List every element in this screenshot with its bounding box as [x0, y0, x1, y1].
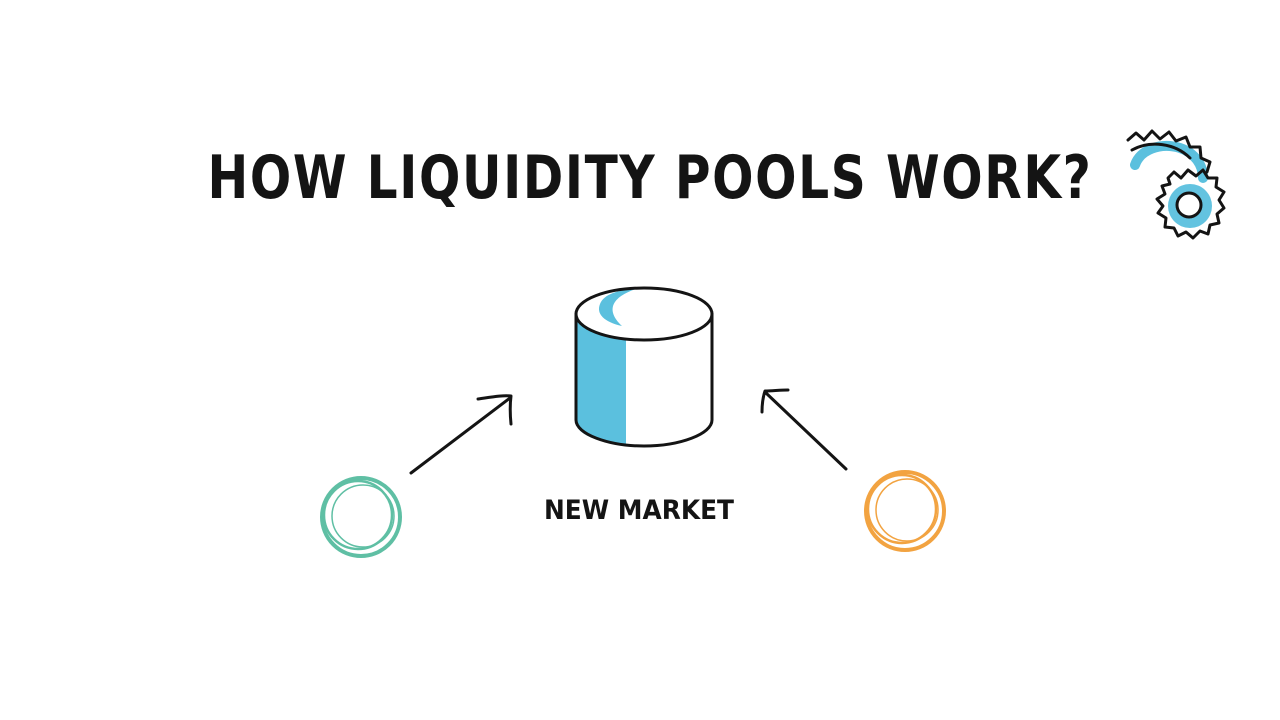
left-coin-icon [320, 476, 402, 558]
pool-label: NEW MARKET [544, 495, 735, 526]
page-title: HOW LIQUIDITY POOLS WORK? [208, 143, 1093, 213]
left-arrow [409, 394, 513, 475]
gears-icon [1126, 129, 1226, 240]
right-coin-icon [864, 470, 946, 552]
pool-cylinder-icon [574, 286, 714, 448]
right-arrow [760, 388, 848, 471]
